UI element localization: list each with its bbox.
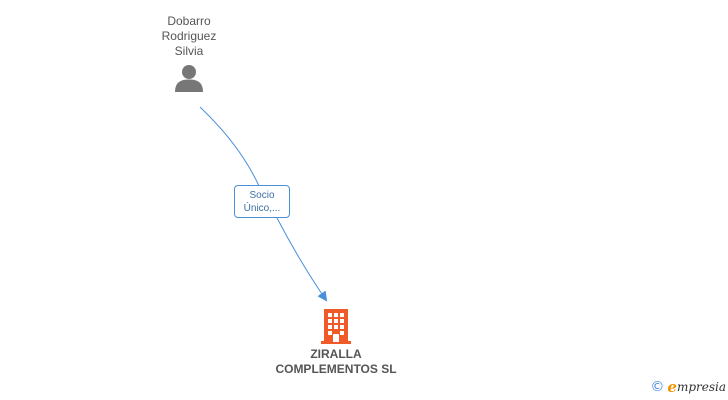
company-name: ZIRALLA COMPLEMENTOS SL — [256, 347, 416, 377]
person-name: Dobarro Rodriguez Silvia — [139, 14, 239, 59]
brand-logo-letter: e — [667, 378, 677, 396]
person-name-line-3: Silvia — [174, 44, 204, 58]
company-name-line-1: ZIRALLA — [310, 347, 362, 361]
company-name-line-2: COMPLEMENTOS SL — [275, 362, 397, 376]
person-icon — [175, 65, 203, 92]
brand-logo-text: mpresia — [676, 380, 726, 394]
relation-label-line-1: Socio — [249, 190, 275, 201]
relation-label[interactable]: Socio Único,... — [234, 185, 290, 218]
company-node[interactable]: ZIRALLA COMPLEMENTOS SL — [256, 308, 416, 377]
person-name-line-1: Dobarro — [167, 14, 211, 28]
relation-label-line-2: Único,... — [243, 203, 281, 214]
footer-brand[interactable]: © e mpresia — [650, 378, 726, 396]
copyright-icon: © — [650, 379, 665, 395]
building-icon — [321, 309, 351, 344]
relation-edge-upper — [199, 106, 260, 187]
relation-edge-lower — [276, 217, 328, 302]
person-name-line-2: Rodriguez — [161, 29, 217, 43]
person-node[interactable]: Dobarro Rodriguez Silvia — [139, 14, 239, 92]
